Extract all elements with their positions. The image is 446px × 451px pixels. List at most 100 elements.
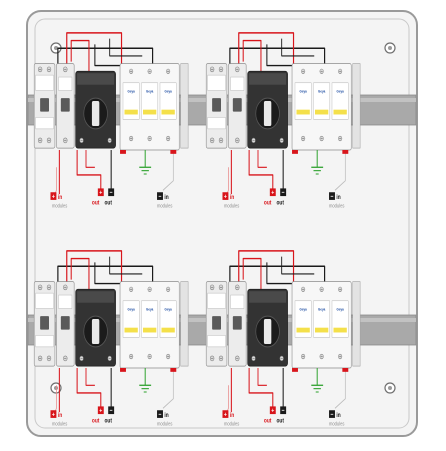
enclosure-inner-edge	[34, 18, 410, 429]
ground-icon	[311, 150, 324, 175]
spd-brand-label: Geya	[128, 89, 135, 93]
dc-breaker	[33, 281, 56, 367]
wire-dc-negative-in	[162, 368, 174, 409]
dc-isolator	[75, 70, 116, 149]
breaker-toggle[interactable]	[60, 98, 70, 112]
spd-brand-label: Geya	[165, 307, 172, 311]
screw-icon	[63, 66, 68, 73]
screw-icon	[301, 68, 306, 74]
isolator-handle[interactable]	[91, 101, 100, 127]
isolator-handle[interactable]	[263, 319, 272, 344]
spd-brand-label: Geya	[300, 307, 307, 311]
screw-icon	[37, 355, 43, 362]
screw-icon	[37, 284, 43, 291]
label-modules-left: modules	[52, 421, 68, 427]
isolator-handle[interactable]	[91, 319, 100, 344]
svg-text:+: +	[99, 190, 102, 197]
breaker-toggle[interactable]	[40, 98, 49, 112]
screw-icon	[218, 355, 224, 362]
screw-icon	[319, 353, 324, 360]
screw-icon	[147, 135, 152, 142]
mounting-hole-icon	[384, 42, 396, 54]
screw-icon	[166, 286, 171, 292]
screw-icon	[79, 137, 84, 143]
spd-status-window	[161, 327, 175, 333]
screw-icon	[338, 135, 343, 142]
svg-text:−: −	[110, 408, 113, 415]
plus-terminal-icon: +	[97, 188, 104, 197]
dc-breaker-right	[352, 63, 361, 149]
screw-icon	[319, 68, 324, 74]
wire-red-isolator-link	[70, 39, 90, 74]
label-out-positive: out	[264, 418, 272, 425]
label-modules-right: modules	[329, 203, 345, 209]
plus-terminal-icon: +	[222, 192, 229, 201]
dc-breaker	[205, 281, 228, 367]
plus-terminal-icon: +	[97, 406, 104, 415]
dc-breaker-2	[56, 281, 75, 367]
screw-icon	[218, 137, 224, 144]
screw-icon	[235, 137, 240, 144]
dc-breaker-2	[228, 63, 247, 149]
spd-module: Geya	[331, 68, 349, 142]
label-modules-right: modules	[329, 421, 345, 427]
screw-icon	[37, 66, 43, 73]
label-in-right: in	[164, 412, 169, 419]
label-modules-right: modules	[157, 421, 173, 427]
spd-status-window	[333, 327, 347, 333]
dc-isolator	[75, 288, 116, 367]
screw-icon	[129, 353, 134, 360]
plus-terminal-icon: +	[222, 410, 229, 419]
screw-icon	[251, 355, 256, 361]
label-modules-right: modules	[157, 203, 173, 209]
label-in-left: in	[230, 194, 235, 201]
wire-red-isolator-link	[242, 39, 262, 74]
wire-red-out	[248, 150, 274, 195]
breaker-toggle[interactable]	[232, 316, 242, 330]
svg-text:+: +	[271, 190, 274, 197]
screw-icon	[279, 355, 284, 361]
wire-black-spd-link	[281, 256, 315, 275]
label-in-left: in	[58, 194, 63, 201]
label-out-negative: out	[277, 418, 285, 425]
breaker-toggle[interactable]	[212, 316, 221, 330]
screw-icon	[279, 137, 284, 143]
breaker-toggle[interactable]	[40, 316, 49, 330]
screw-icon	[251, 137, 256, 143]
surge-protector: Geya Geya Geya	[119, 63, 180, 154]
screw-icon	[235, 284, 240, 291]
ground-icon	[139, 150, 152, 175]
svg-text:+: +	[271, 408, 274, 415]
wire-dc-negative-in	[334, 150, 346, 191]
plus-terminal-icon: +	[269, 188, 276, 197]
screw-icon	[235, 66, 240, 73]
spd-brand-label: Geya	[337, 307, 344, 311]
spd-brand-label: Geya	[165, 89, 172, 93]
minus-terminal-icon: −	[108, 406, 115, 415]
screw-icon	[107, 355, 112, 361]
isolator-handle[interactable]	[263, 101, 272, 127]
screw-icon	[46, 66, 52, 73]
breaker-toggle[interactable]	[212, 98, 221, 112]
wire-red-jumper	[85, 150, 95, 168]
dc-breaker-right	[180, 281, 189, 367]
label-in-right: in	[336, 412, 341, 419]
screw-icon	[338, 353, 343, 360]
screw-icon	[147, 286, 152, 292]
screw-icon	[79, 355, 84, 361]
mounting-hole-icon	[384, 382, 396, 394]
screw-icon	[37, 137, 43, 144]
breaker-toggle[interactable]	[60, 316, 70, 330]
wire-red-jumper	[85, 368, 95, 386]
label-modules-left: modules	[52, 203, 68, 209]
svg-text:−: −	[158, 194, 161, 201]
spd-module: Geya	[141, 68, 158, 142]
label-in-left: in	[230, 412, 235, 419]
wire-red-jumper	[257, 150, 267, 168]
breaker-toggle[interactable]	[232, 98, 242, 112]
